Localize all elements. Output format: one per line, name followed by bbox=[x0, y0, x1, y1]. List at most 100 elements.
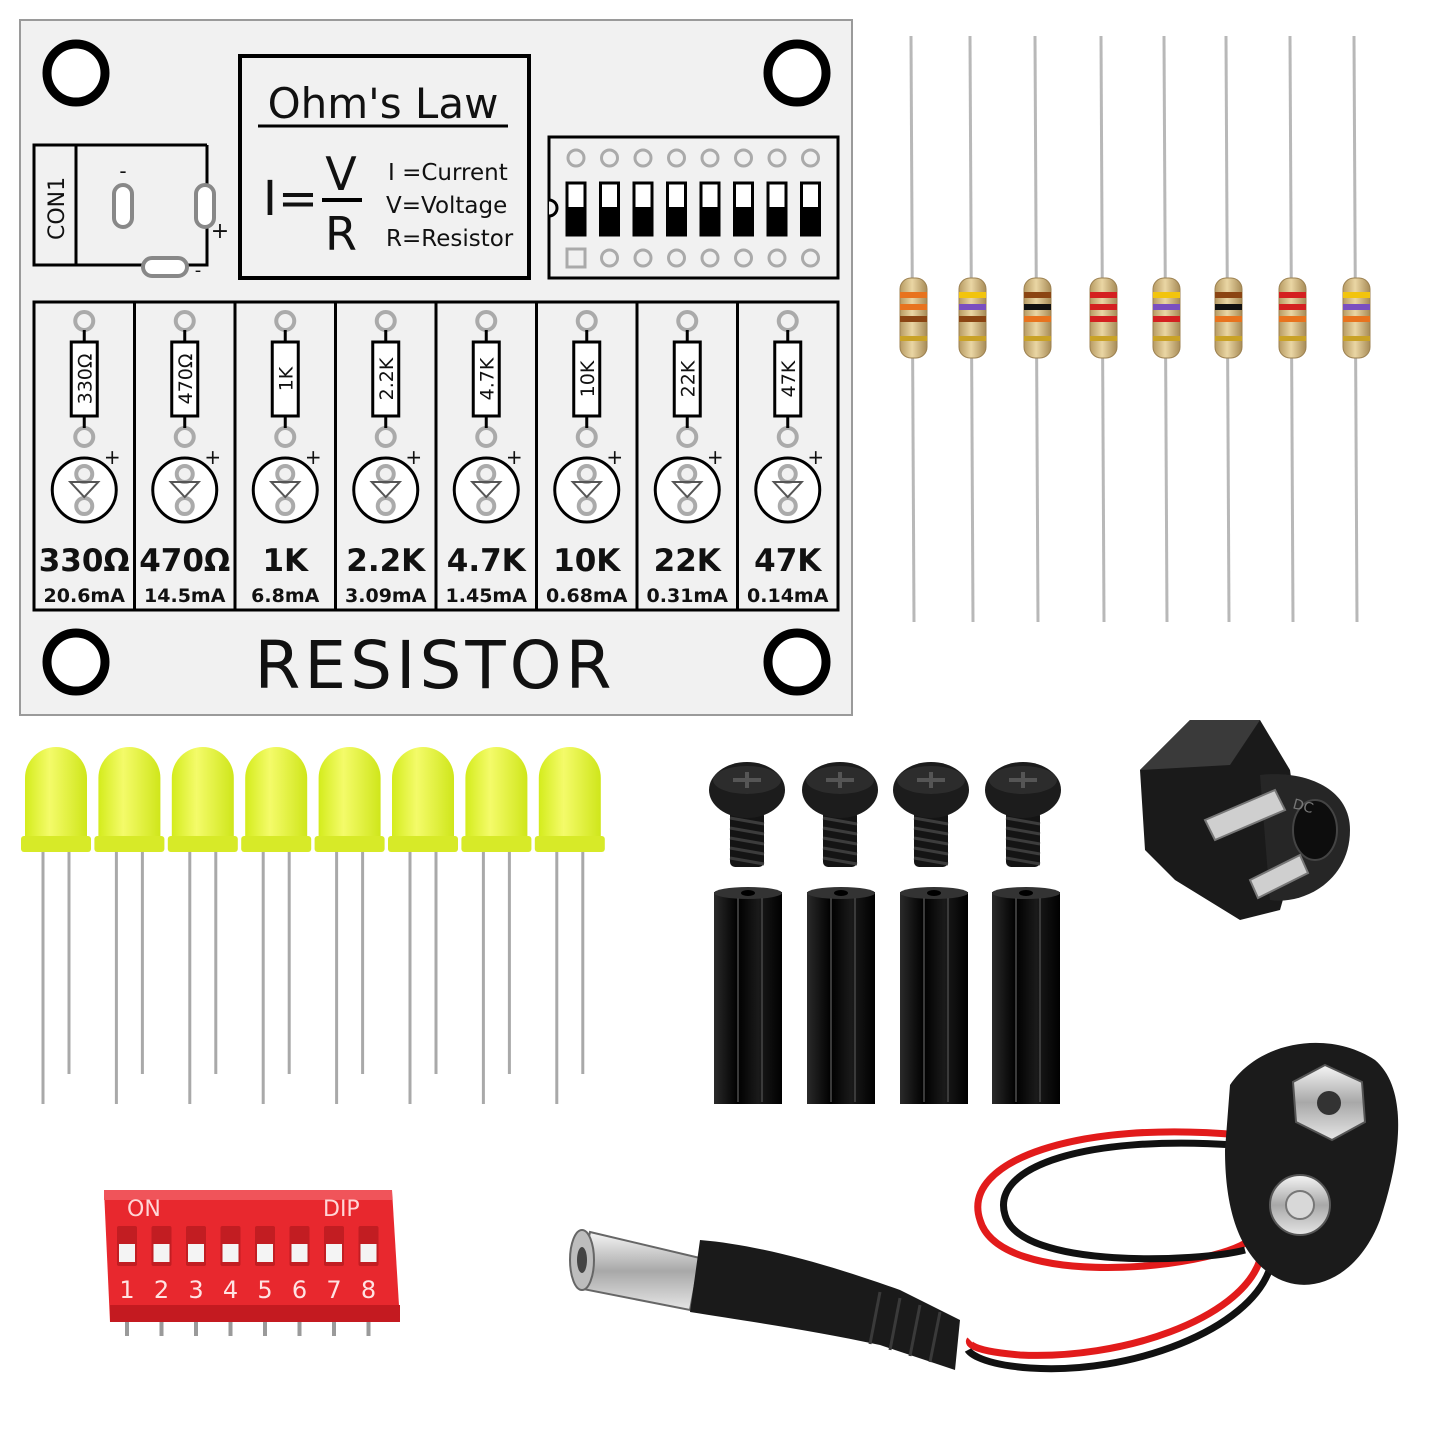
yellow-led bbox=[314, 746, 385, 1104]
channel-current-label: 1.45mA bbox=[446, 585, 528, 607]
dip-position-number: 3 bbox=[188, 1276, 203, 1304]
legend-resistor: R=Resistor bbox=[386, 226, 514, 252]
led-footprint bbox=[653, 456, 721, 524]
resistor-pad-top bbox=[173, 310, 196, 332]
legend-voltage: V=Voltage bbox=[386, 193, 507, 219]
resistor-pad-bottom bbox=[676, 426, 699, 448]
resistor-silk-label: 10K bbox=[577, 360, 599, 397]
resistor-pad-bottom bbox=[274, 426, 297, 448]
dip-pad bbox=[600, 248, 619, 268]
channel-resistance-label: 1K bbox=[262, 543, 309, 579]
resistor-pad-bottom bbox=[73, 426, 96, 448]
connector-label: CON1 bbox=[45, 177, 70, 240]
resistor bbox=[1342, 35, 1371, 623]
resistor bbox=[1023, 35, 1052, 623]
led-pad bbox=[777, 464, 798, 484]
resistor-silk-label: 2.2K bbox=[376, 357, 398, 400]
dip-position-number: 6 bbox=[292, 1276, 307, 1304]
channel-resistance-label: 10K bbox=[553, 543, 621, 579]
dip-silk-switch-fill bbox=[567, 207, 585, 235]
led-pad bbox=[677, 496, 698, 516]
resistor-silk-label: 1K bbox=[275, 366, 297, 391]
dip-pad bbox=[667, 248, 686, 268]
connector-plus: + bbox=[211, 219, 229, 244]
black-standoff bbox=[714, 887, 782, 1104]
resistor-silk-outline bbox=[170, 340, 200, 418]
resistor-silk-label: 330Ω bbox=[74, 354, 96, 405]
led-pad bbox=[275, 464, 296, 484]
yellow-led bbox=[21, 747, 91, 1104]
dip-toggle bbox=[222, 1244, 239, 1262]
channel-resistance-label: 22K bbox=[654, 543, 722, 579]
dip-toggle bbox=[119, 1244, 135, 1262]
black-screw bbox=[893, 762, 969, 867]
mounting-holes bbox=[42, 39, 831, 696]
channel-resistance-label: 47K bbox=[754, 543, 822, 579]
resistor-pad-bottom bbox=[173, 426, 196, 448]
led-footprint bbox=[553, 456, 621, 524]
dip-pin bbox=[228, 1322, 233, 1336]
dip-pin bbox=[263, 1322, 267, 1336]
dip-pad-square bbox=[565, 247, 587, 269]
dip-pad bbox=[566, 148, 586, 168]
channel-current-label: 20.6mA bbox=[44, 585, 126, 607]
led-footprint bbox=[50, 456, 118, 524]
dip-on-label: ON bbox=[127, 1197, 161, 1222]
led-pad bbox=[677, 464, 698, 484]
legend-current: I =Current bbox=[388, 160, 508, 186]
dip-pin bbox=[366, 1322, 371, 1336]
yellow-led bbox=[461, 747, 532, 1104]
channel-current-label: 0.14mA bbox=[747, 585, 829, 607]
led-plus-mark: + bbox=[204, 445, 221, 469]
channel-current-label: 0.31mA bbox=[647, 585, 729, 607]
resistor-pad-top bbox=[776, 310, 799, 332]
formula-current-symbol: I bbox=[263, 171, 277, 227]
led-set bbox=[21, 746, 605, 1104]
black-screw bbox=[985, 762, 1061, 867]
black-standoff bbox=[992, 887, 1060, 1104]
yellow-led bbox=[534, 746, 605, 1104]
dip-pin bbox=[125, 1322, 129, 1336]
black-screw bbox=[709, 762, 785, 867]
resistor-silk-label: 47K bbox=[778, 360, 800, 397]
dip-pin bbox=[332, 1322, 336, 1336]
dip-switch-footprint bbox=[547, 135, 840, 280]
resistor bbox=[958, 35, 987, 623]
resistor bbox=[899, 35, 928, 623]
led-pad bbox=[174, 496, 195, 516]
led-plus-mark: + bbox=[305, 445, 322, 469]
resistor-pad-top bbox=[676, 310, 699, 332]
formula-denominator: R bbox=[325, 207, 357, 261]
led-footprint bbox=[251, 456, 319, 524]
dip-silk-switch-fill bbox=[667, 207, 686, 235]
dip-toggle bbox=[153, 1244, 170, 1262]
dip-position-number: 4 bbox=[223, 1276, 238, 1304]
led-plus-mark: + bbox=[707, 445, 724, 469]
led-pad bbox=[476, 464, 497, 484]
dc-power-jack: DC bbox=[1140, 720, 1350, 920]
dip-silk-switch-fill bbox=[801, 207, 820, 235]
black-standoff bbox=[900, 887, 968, 1104]
ohms-law-title: Ohm's Law bbox=[268, 79, 499, 128]
dip-position-number: 1 bbox=[119, 1276, 134, 1304]
dip-silk-switch-fill bbox=[634, 207, 652, 235]
resistor-pad-bottom bbox=[374, 426, 397, 448]
connector-minus-bottom: - bbox=[195, 260, 202, 281]
dip-position-number: 2 bbox=[154, 1276, 169, 1304]
channel-resistance-label: 470Ω bbox=[139, 543, 230, 579]
led-pad bbox=[375, 464, 396, 484]
dip-pad bbox=[667, 148, 686, 168]
yellow-led bbox=[167, 746, 238, 1104]
led-pad bbox=[375, 496, 396, 516]
standoff-set bbox=[714, 887, 1060, 1104]
dip-silk-switch-fill bbox=[600, 207, 619, 235]
led-pad bbox=[174, 464, 195, 484]
resistor bbox=[1089, 35, 1118, 623]
dip-position-number: 7 bbox=[326, 1276, 341, 1304]
led-pad bbox=[275, 496, 296, 516]
dip-pad bbox=[700, 148, 720, 168]
dip-pin bbox=[159, 1322, 164, 1336]
dip-position-number: 8 bbox=[361, 1276, 376, 1304]
channel-current-label: 14.5mA bbox=[144, 585, 226, 607]
